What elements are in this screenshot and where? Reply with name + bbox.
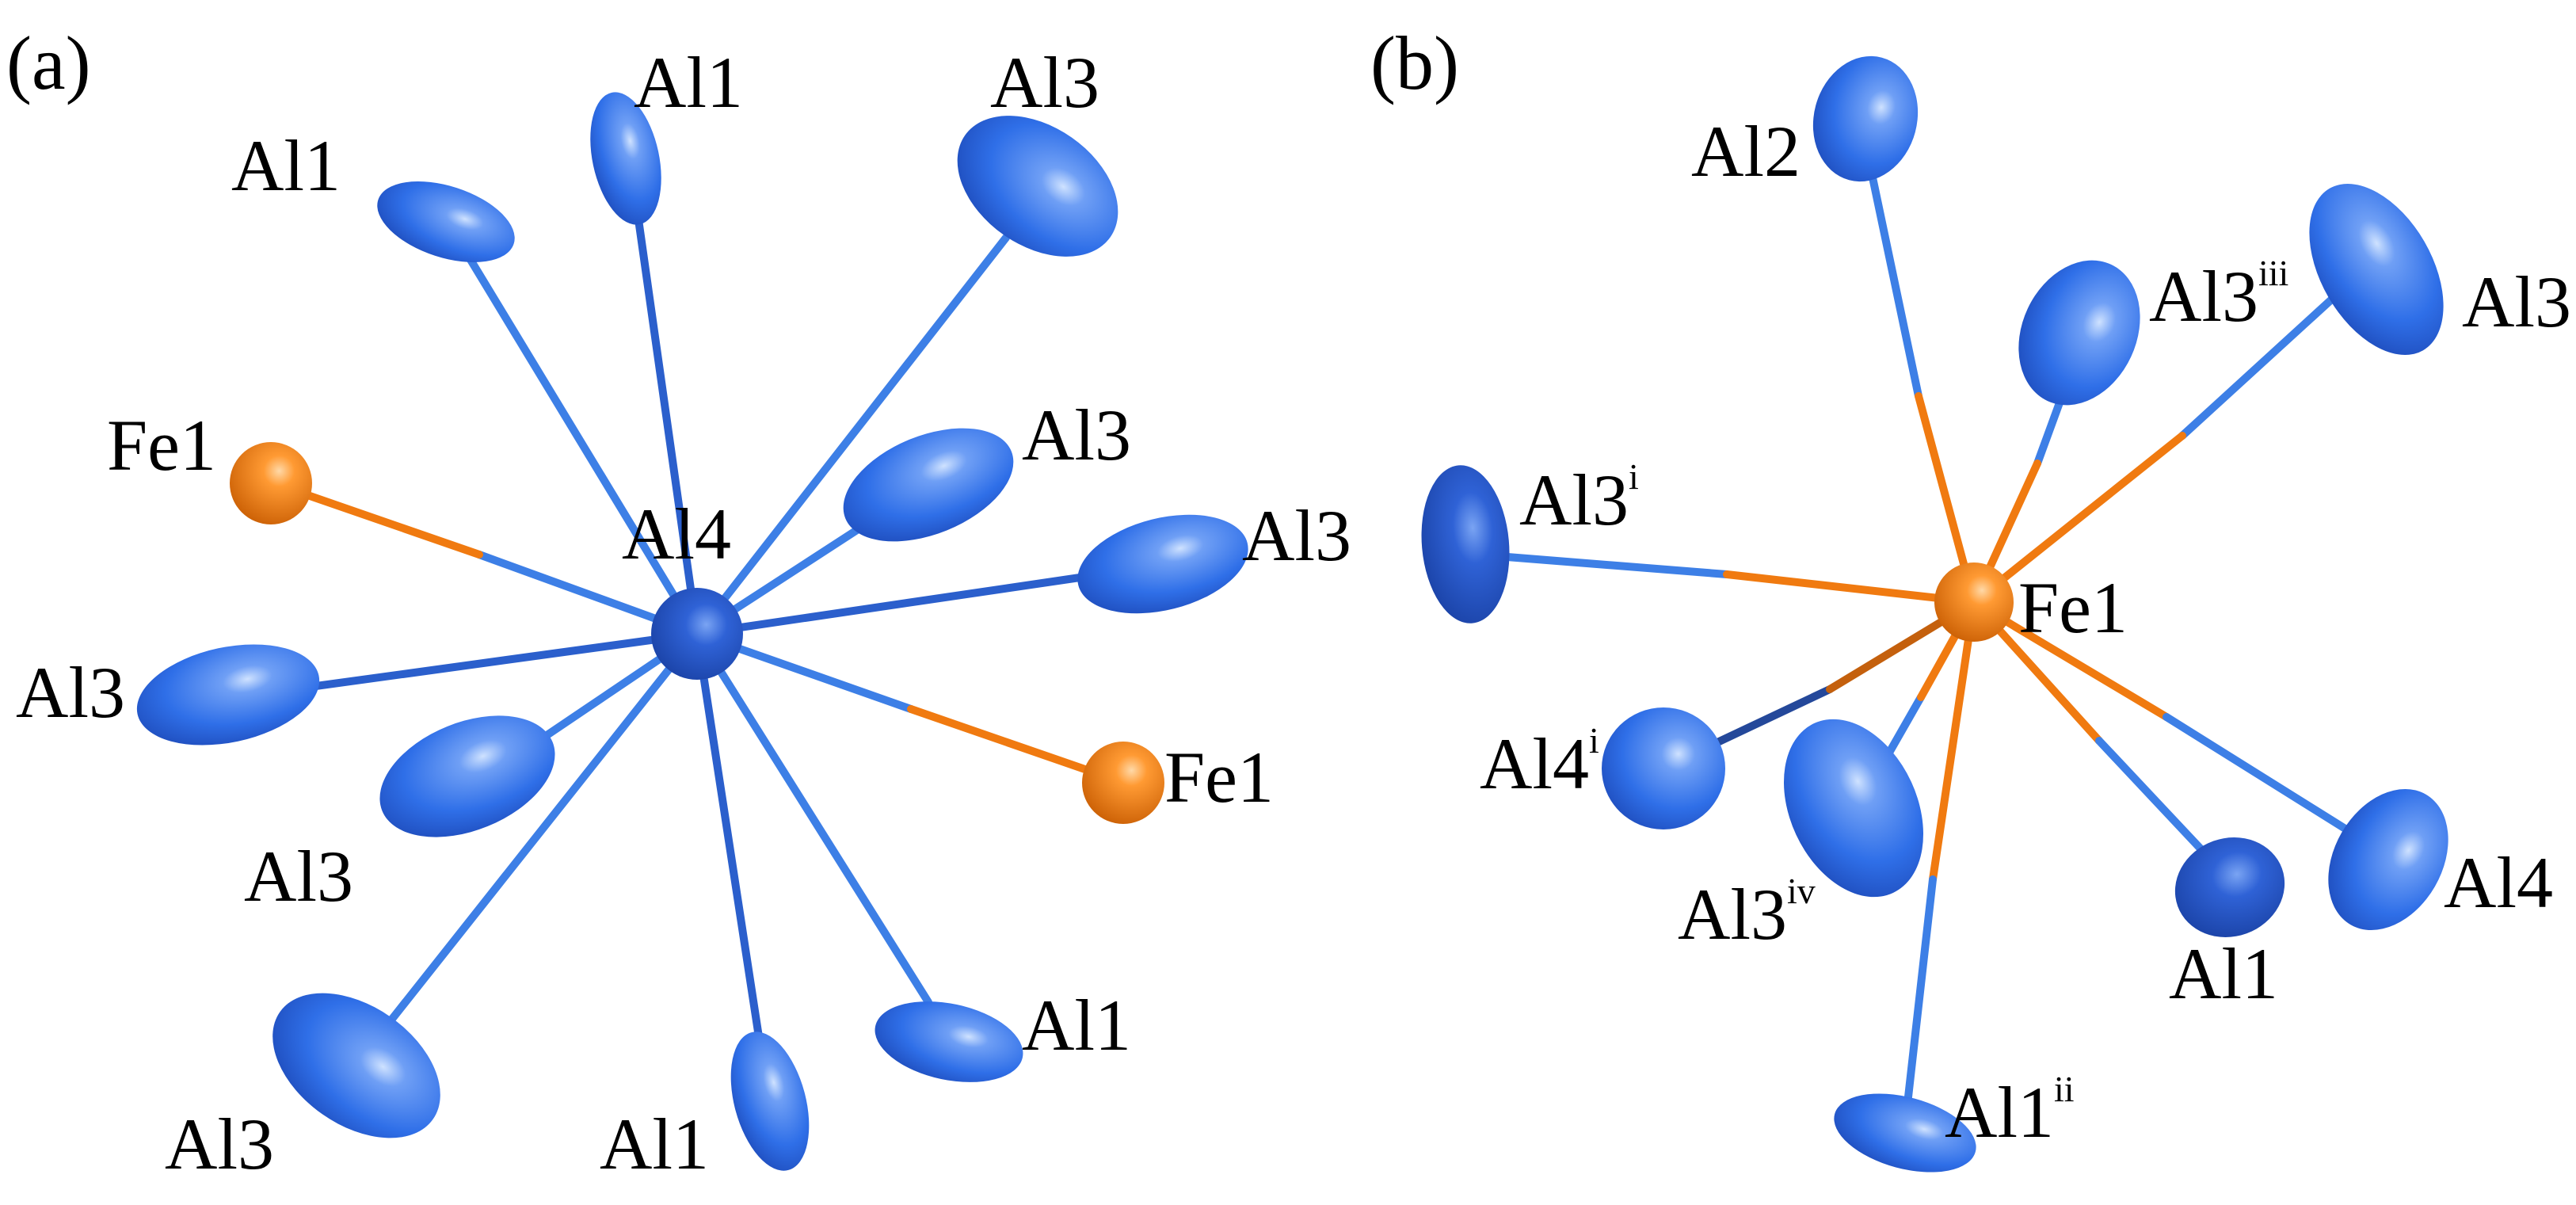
atom-al3i (1421, 465, 1510, 623)
label-al3-left: Al3 (16, 652, 125, 733)
bond-al4-al3-right (693, 573, 1089, 638)
panel-b-label: (b) (1370, 21, 1459, 105)
label-al3i: Al3i (1519, 456, 1639, 540)
label-fe1-right: Fe1 (1164, 737, 1274, 818)
atom-al1-top (590, 92, 661, 225)
bond-al4-fe1-right-orange (907, 705, 1121, 784)
bond-fe1-al3iv-blue (1885, 693, 1925, 757)
bond-al4-al3-bottom-left (383, 630, 701, 1030)
bond-fe1-al3i-blue (1473, 551, 1731, 578)
label-al3-bottom-left: Al3 (165, 1104, 274, 1184)
atom-al3-left (136, 644, 320, 745)
label-al1-left: Al1 (231, 125, 341, 206)
label-al4-center: Al4 (622, 494, 731, 574)
bond-al4-al1-left (459, 244, 701, 638)
atom-al4i (1602, 707, 1725, 829)
bond-fe1-al2-blue (1865, 158, 1922, 400)
label-al3-lower-left: Al3 (244, 836, 353, 917)
label-al3-right: Al3 (1242, 495, 1351, 576)
atom-al1-bottom-right (875, 1001, 1023, 1082)
atom-al3-bottom-left (272, 993, 440, 1138)
atom-al3-mid-right (843, 428, 1014, 542)
atom-fe1-right (1082, 742, 1164, 824)
atom-al1-bottom (730, 1031, 810, 1171)
label-fe1-center: Fe1 (2018, 567, 2128, 648)
label-al4-b: Al4 (2444, 842, 2553, 923)
label-al1-top: Al1 (634, 42, 743, 123)
atom-al1-b (2174, 837, 2285, 937)
atom-al4-center (651, 588, 743, 680)
atom-al3-b (2309, 183, 2444, 356)
label-al1-bottom-right: Al1 (1022, 985, 1131, 1066)
label-al3iii: Al3iii (2149, 253, 2288, 337)
panel-a: (a) (6, 21, 1351, 1184)
atom-al3iii (2018, 260, 2140, 406)
bond-al4-al1-bottom-right (693, 630, 932, 1006)
bond-fe1-al1ii-blue (1901, 875, 1937, 1129)
atom-al3-right (1077, 514, 1248, 614)
panel-a-label: (a) (6, 21, 91, 105)
label-al1ii: Al1ii (1945, 1069, 2075, 1153)
panel-b: (b) (1370, 21, 2571, 1173)
bond-al4-al3-left (277, 630, 701, 695)
atom-al2 (1812, 55, 1919, 182)
label-al2: Al2 (1691, 111, 1801, 192)
panel-a-labels: Al1 Al1 Al3 Fe1 Al3 Al3 Al3 Fe1 Al3 Al3 … (16, 42, 1351, 1184)
label-al1-bottom: Al1 (600, 1104, 709, 1184)
label-al3-b: Al3 (2462, 261, 2571, 342)
bond-fe1-al3-orange (1970, 432, 2186, 606)
atom-fe1-left (230, 442, 312, 524)
label-al4i: Al4i (1480, 720, 1599, 804)
bond-fe1-al3i-orange (1723, 570, 1978, 606)
atom-al3-lower-left (379, 715, 555, 837)
label-al1-b: Al1 (2169, 933, 2278, 1014)
atom-fe1-center (1934, 562, 2014, 642)
atom-al1-left (377, 181, 515, 263)
panel-b-labels: Al2 Al3iii Al3 Al3i Fe1 Al4i Al3iv Al1 A… (1480, 111, 2571, 1153)
label-al3iv: Al3iv (1678, 871, 1816, 955)
bond-al4-al1-bottom (693, 630, 766, 1062)
atom-al4-b (2328, 788, 2448, 931)
label-fe1-left: Fe1 (107, 405, 216, 486)
label-al3-top-right: Al3 (990, 42, 1099, 123)
bond-fe1-al4-blue (2163, 713, 2361, 840)
panel-a-atoms (136, 92, 1248, 1171)
bond-al4-al1-top (634, 210, 701, 638)
atom-al3-top-right (957, 116, 1118, 257)
atom-al3iv (1784, 719, 1923, 898)
panel-b-atoms (1421, 55, 2448, 1173)
bond-al4-al3-top-right (693, 234, 1010, 638)
bond-fe1-al1ii-orange (1929, 598, 1978, 883)
label-al3-mid-right: Al3 (1022, 395, 1131, 475)
atom-al1ii (1834, 1093, 1976, 1173)
